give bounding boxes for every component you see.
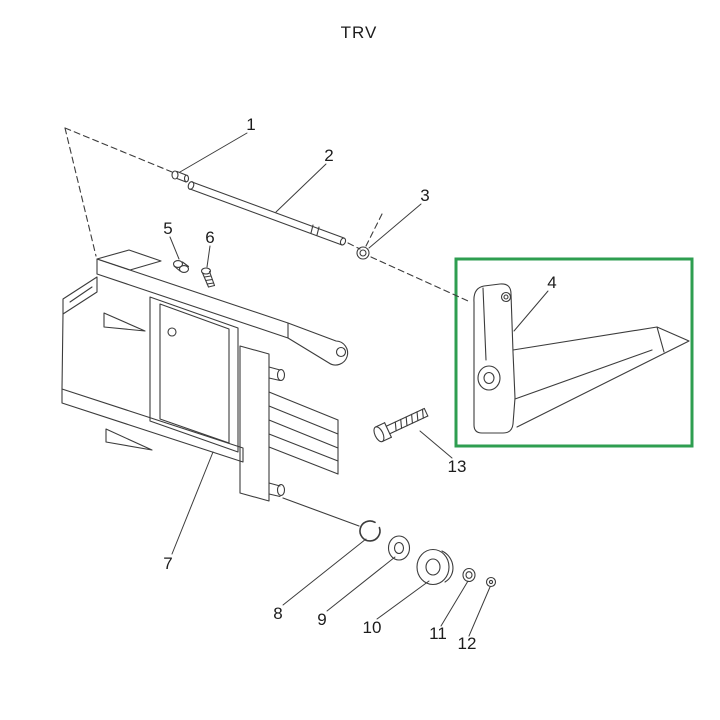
part-label-3: 3 <box>420 186 430 205</box>
washer-9-drawing <box>387 535 411 561</box>
roller-10-drawing <box>416 548 454 586</box>
leader-lines <box>169 132 549 637</box>
rod-2-drawing <box>187 181 347 246</box>
part-label-12: 12 <box>457 634 477 653</box>
nut-5-drawing <box>172 260 190 273</box>
snap-ring-8-drawing <box>359 520 381 542</box>
part-label-4: 4 <box>547 273 557 292</box>
fork-4-drawing <box>473 283 690 434</box>
bolt-13-drawing <box>373 407 429 443</box>
pin-1-drawing <box>171 170 190 183</box>
part-label-10: 10 <box>362 618 382 637</box>
highlight-box <box>454 257 694 448</box>
part-label-13: 13 <box>447 457 467 476</box>
part-label-9: 9 <box>317 610 327 629</box>
ring-3-drawing <box>356 246 370 260</box>
part-label-5: 5 <box>163 219 173 238</box>
diagram-title: TRV <box>340 23 378 42</box>
carriage-7-drawing <box>61 249 360 527</box>
bolt-6-drawing <box>200 267 216 288</box>
nut-12-drawing <box>485 576 497 588</box>
line-art <box>61 127 690 637</box>
part-label-7: 7 <box>163 554 173 573</box>
part-label-2: 2 <box>324 146 334 165</box>
part-label-11: 11 <box>429 624 447 643</box>
part-label-8: 8 <box>273 604 283 623</box>
part-label-1: 1 <box>246 115 256 134</box>
ring-11-drawing <box>462 567 476 583</box>
part-label-6: 6 <box>205 228 215 247</box>
axis-dashed-lines <box>64 127 469 302</box>
